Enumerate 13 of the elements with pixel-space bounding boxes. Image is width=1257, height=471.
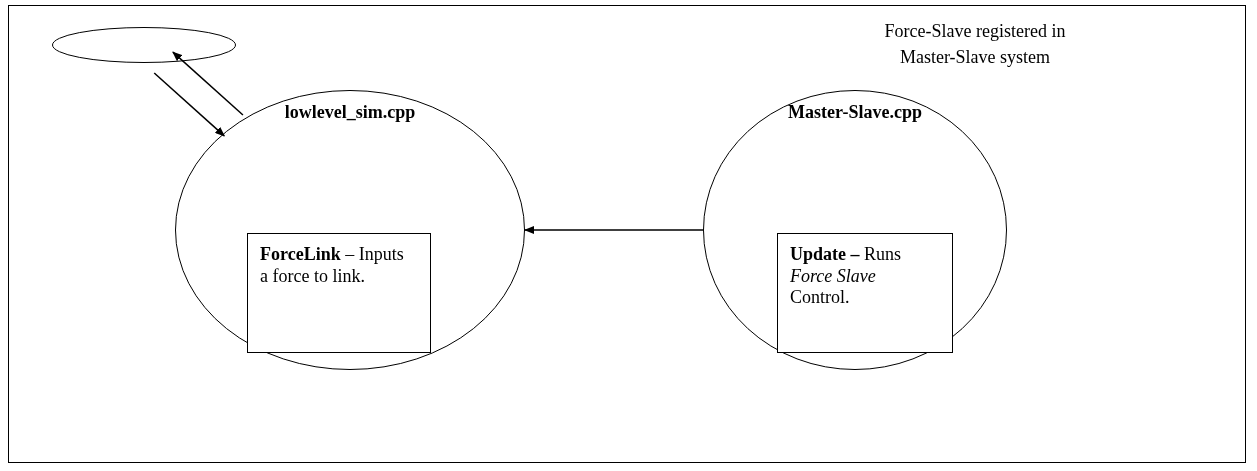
node-text: Update – Runs Force Slave Control. [790, 244, 903, 309]
node-title: lowlevel_sim.cpp [283, 102, 417, 123]
ellipse-node [52, 27, 236, 63]
ellipse-node [175, 90, 525, 370]
node-text: ForceLink – Inputs a force to link. [260, 244, 405, 288]
ellipse-node [703, 90, 1007, 370]
arrow [524, 226, 704, 234]
arrow [172, 51, 244, 116]
node-title: Master-Slave.cpp [787, 102, 923, 123]
note-text: Force-Slave registered in Master-Slave system [883, 20, 1067, 70]
process-box [777, 233, 953, 353]
arrow [153, 72, 225, 137]
process-box [247, 233, 431, 353]
